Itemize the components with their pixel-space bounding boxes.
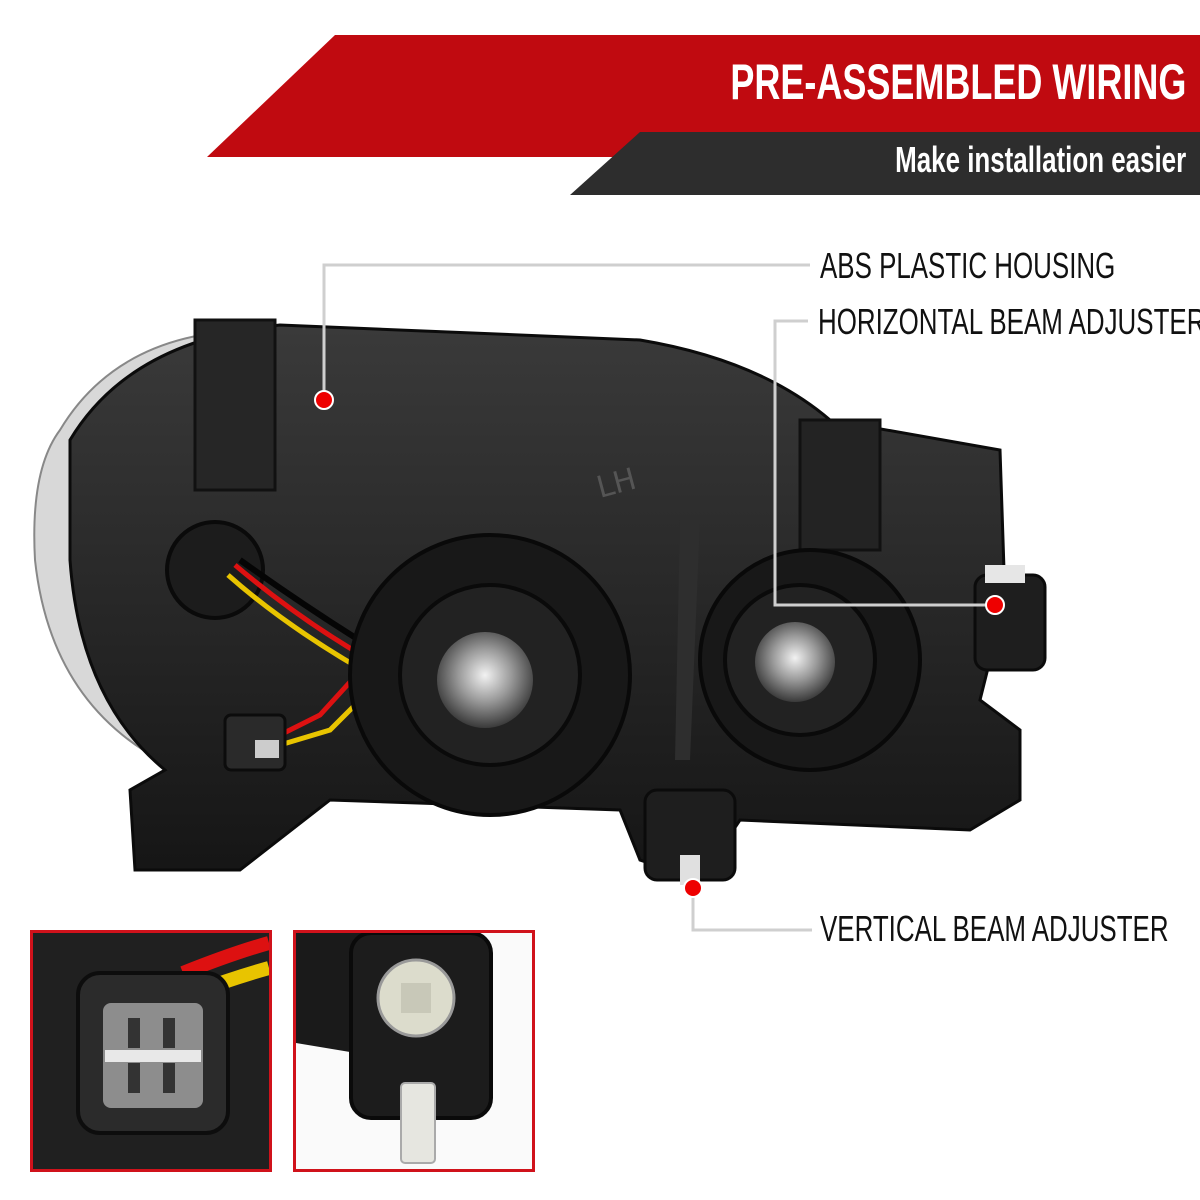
center-rib: [675, 520, 700, 760]
projector-left-lens: [437, 632, 533, 728]
mount-tab: [193, 318, 277, 492]
callout-vertical-adjuster: VERTICAL BEAM ADJUSTER: [820, 908, 1169, 949]
leader-line-housing: [322, 263, 810, 400]
mount-bracket: [798, 418, 882, 552]
banner-title: PRE-ASSEMBLED WIRING: [729, 54, 1186, 110]
horizontal-adjuster-cap: [985, 565, 1025, 583]
leader-line-vertical: [691, 888, 812, 932]
inset-beam-adjuster: [293, 930, 535, 1172]
bulb-socket: [165, 520, 265, 620]
connector-pins: [255, 740, 279, 758]
adjuster-closeup: [296, 933, 532, 1169]
dark-banner: [570, 132, 1200, 195]
dot-horizontal: [985, 595, 1005, 615]
projector-right-lens: [755, 622, 835, 702]
dot-housing: [314, 390, 334, 410]
leader-line-horizontal: [773, 319, 995, 607]
callout-housing: ABS PLASTIC HOUSING: [820, 245, 1116, 286]
connector-closeup: [33, 933, 269, 1169]
red-banner: [207, 35, 1200, 157]
callout-dots: [314, 390, 1005, 898]
banner-subtitle: Make installation easier: [894, 139, 1186, 180]
inset-wiring-connector: [30, 930, 272, 1172]
callout-horizontal-adjuster: HORIZONTAL BEAM ADJUSTER: [818, 301, 1200, 342]
vertical-adjuster-shaft: [680, 855, 700, 885]
horizontal-adjuster: [973, 573, 1047, 672]
dot-vertical: [683, 878, 703, 898]
